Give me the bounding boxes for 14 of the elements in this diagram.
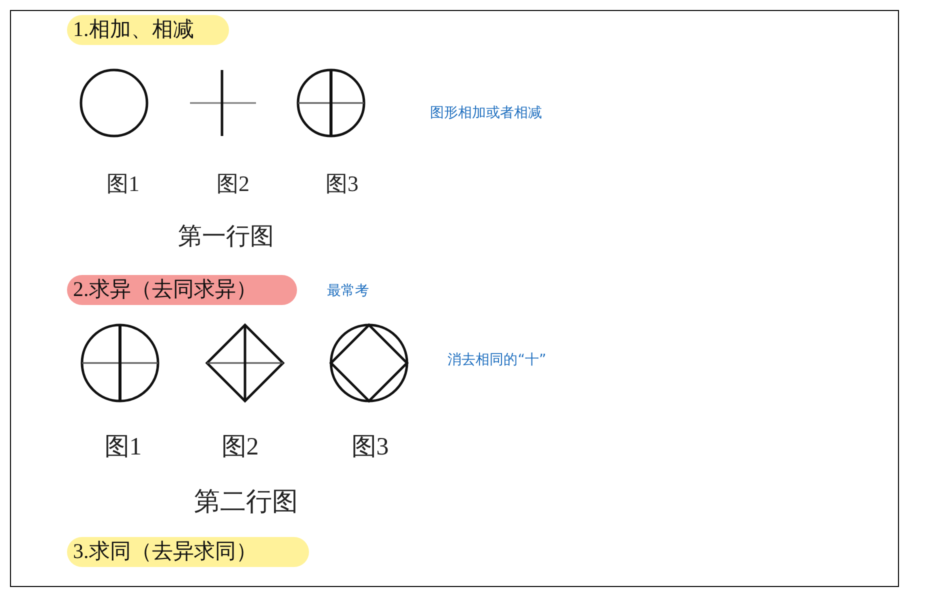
figure-caption: 图1 [106,173,140,195]
figure-caption: 图2 [221,434,259,460]
figure-caption: 图2 [216,173,250,195]
figure-caption: 图1 [104,434,142,460]
highlighted-heading: 3.求同（去异求同） [67,537,309,567]
row-caption: 第一行图 [178,225,274,249]
highlighted-heading: 1.相加、相减 [67,15,229,45]
figure-caption: 图3 [351,434,389,460]
annotation-text: 消去相同的“十” [448,353,546,367]
figure-caption: 图3 [326,173,358,195]
annotation-text: 图形相加或者相减 [430,106,542,120]
annotation-text: 最常考 [327,284,369,298]
row-caption: 第二行图 [194,489,298,515]
highlighted-heading: 2.求异（去同求异） [67,275,297,305]
